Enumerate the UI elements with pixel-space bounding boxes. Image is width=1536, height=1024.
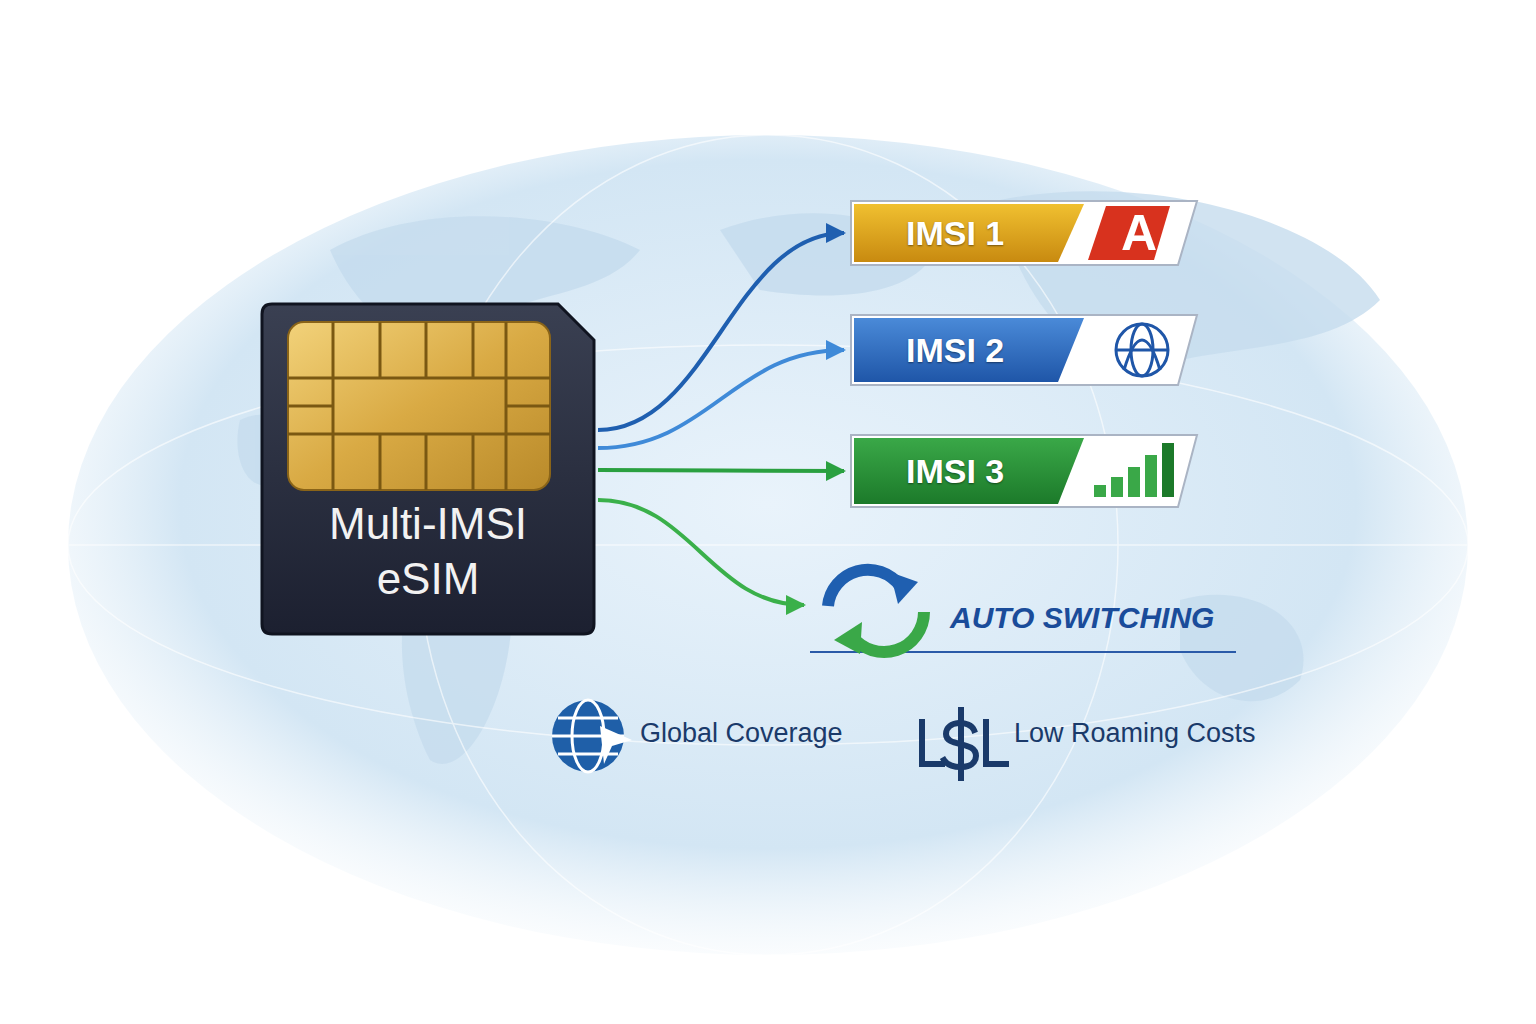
imsi-banner: IMSI 1 A xyxy=(848,198,1200,268)
card-label: Multi-IMSI eSIM xyxy=(278,496,578,606)
auto-switching-node: AUTO SWITCHING xyxy=(806,560,1238,660)
esim-card: Multi-IMSI eSIM xyxy=(258,300,598,638)
benefit-label: Low Roaming Costs xyxy=(1014,718,1256,749)
imsi-label: IMSI 1 xyxy=(906,214,1004,253)
imsi-label: IMSI 3 xyxy=(906,452,1004,491)
operator-logo-letter: A xyxy=(1110,204,1168,262)
connector-arrow xyxy=(598,470,844,471)
imsi-banner: IMSI 3 xyxy=(848,432,1200,510)
imsi-banner-shape xyxy=(848,432,1200,510)
imsi-label: IMSI 2 xyxy=(906,331,1004,370)
connector-arrow xyxy=(598,350,844,448)
connector-arrow xyxy=(598,500,804,605)
cost-icon xyxy=(922,710,1006,778)
globe-icon xyxy=(552,700,632,772)
imsi-banner-shape xyxy=(848,312,1200,388)
benefit-label: Global Coverage xyxy=(640,718,843,749)
imsi-banner: IMSI 2 xyxy=(848,312,1200,388)
auto-switching-label: AUTO SWITCHING xyxy=(950,601,1214,635)
